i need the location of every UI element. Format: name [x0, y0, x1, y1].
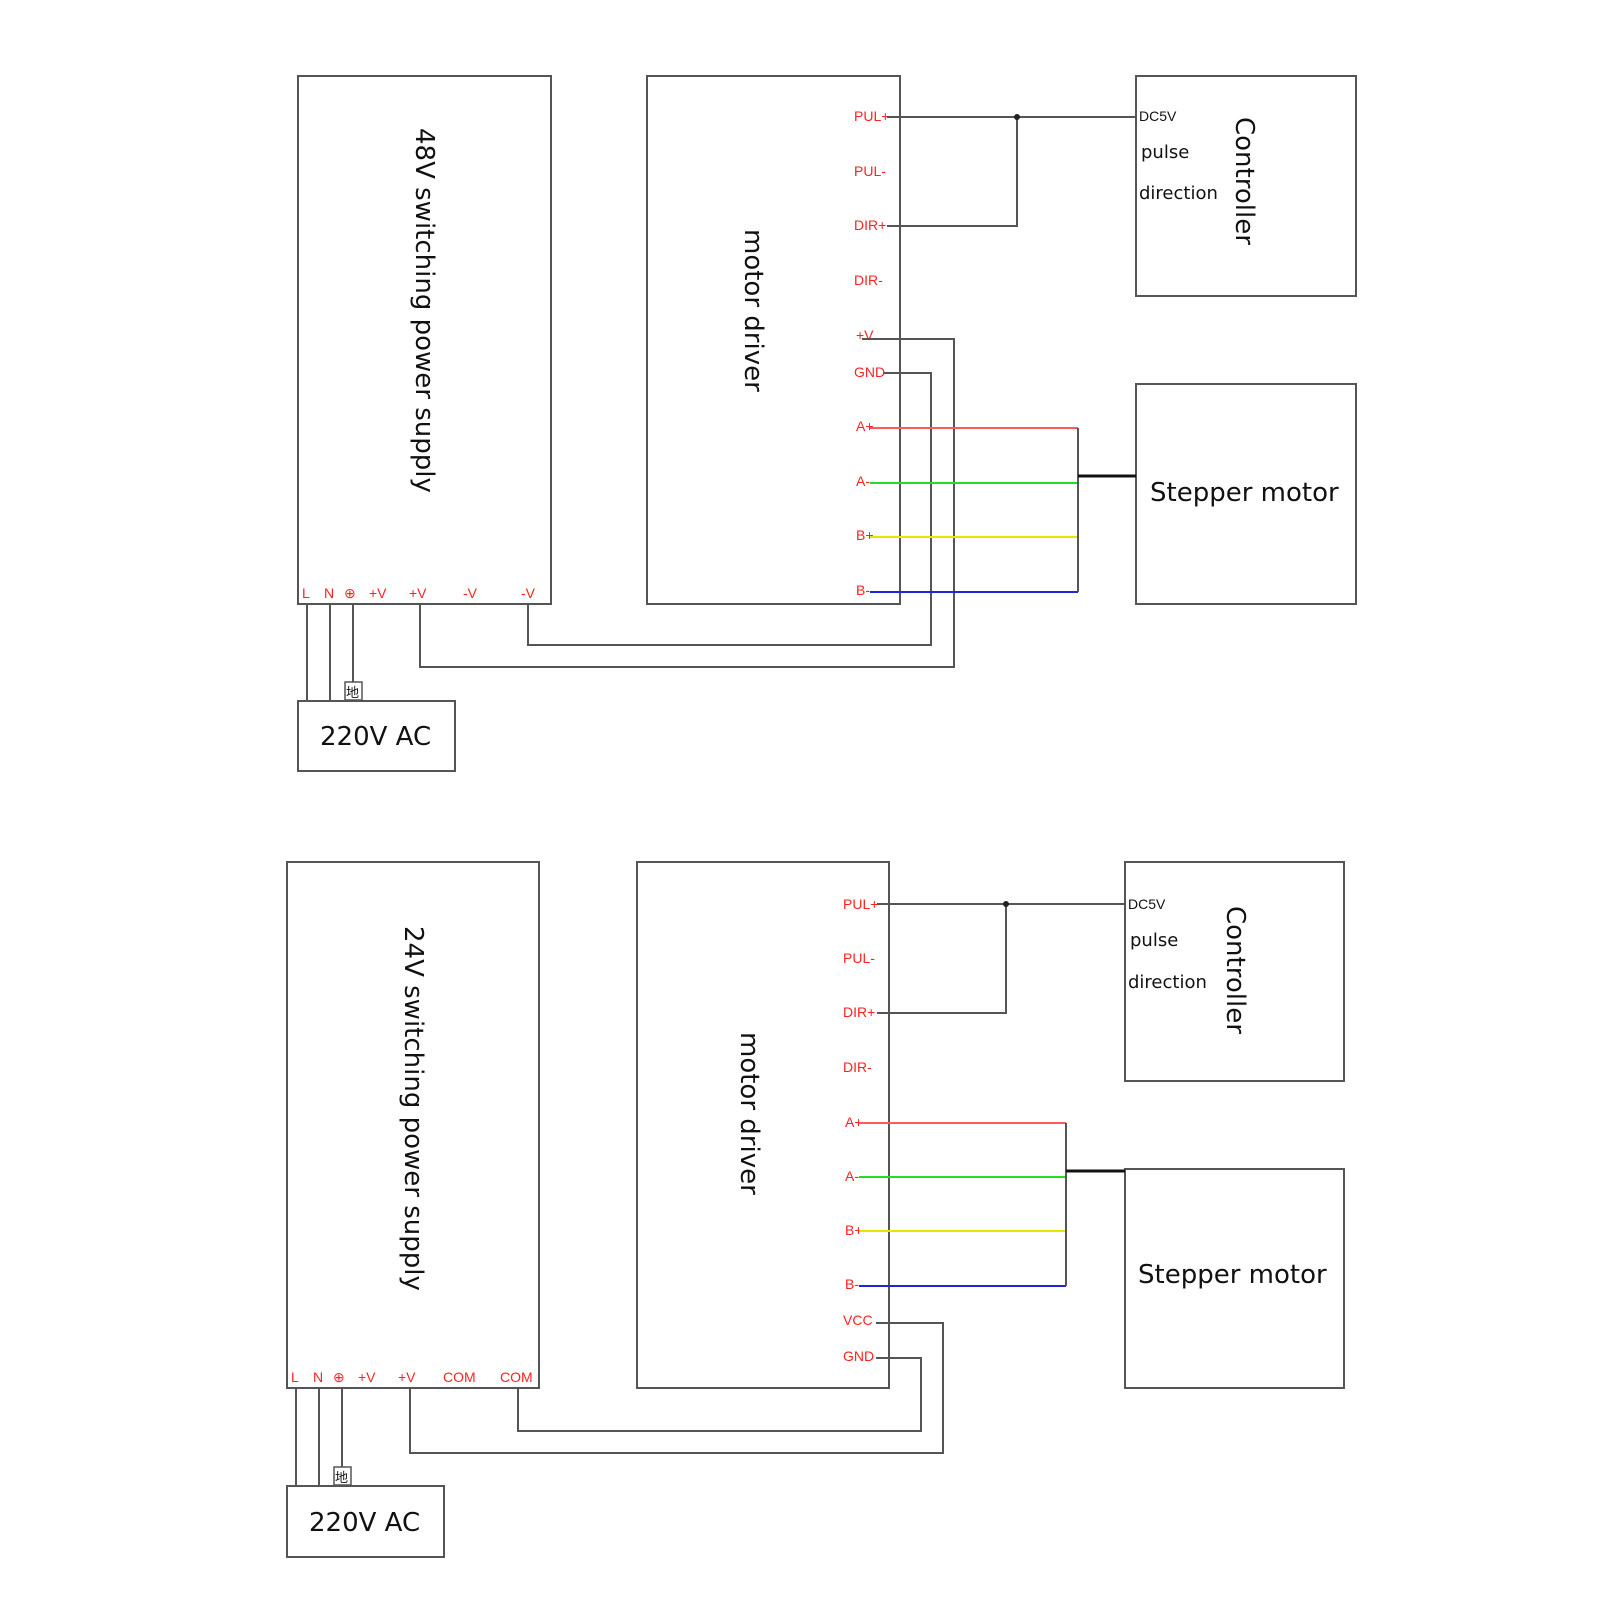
psu-2-terminal-plus-v-b: +V [398, 1369, 416, 1385]
driver-1-terminal-dir-minus: DIR- [854, 272, 883, 288]
stepper-motor-1-box [1135, 383, 1357, 605]
psu-1-terminal-n: N [324, 585, 334, 601]
controller-1-dc5v: DC5V [1139, 108, 1177, 124]
driver-1-terminal-dir-plus: DIR+ [854, 217, 886, 233]
driver-1-terminal-b-minus: B- [856, 582, 870, 598]
ac-1-box [297, 700, 456, 772]
psu-48v-label: 48V switching power supply [409, 128, 439, 493]
ground-mark-2: 地 [335, 1470, 348, 1485]
junction-1 [1014, 114, 1020, 120]
stepper-motor-2-label: Stepper motor [1138, 1260, 1327, 1290]
psu-1-terminal-minus-v-b: -V [521, 585, 536, 601]
wire-1-gnd [527, 372, 932, 646]
motor-driver-1-label: motor driver [738, 229, 768, 392]
wire-2-vcc [409, 1322, 944, 1454]
ac-1-label: 220V AC [320, 722, 431, 752]
controller-2-direction: direction [1128, 972, 1207, 993]
psu-24v-label: 24V switching power supply [398, 926, 428, 1291]
psu-2-terminal-plus-v-a: +V [358, 1369, 376, 1385]
driver-2-terminal-pul-plus: PUL+ [843, 896, 878, 912]
controller-1-box [1135, 75, 1357, 297]
psu-2-terminal-l: L [291, 1369, 299, 1385]
ac-2-box [286, 1485, 445, 1558]
driver-1-terminal-pul-minus: PUL- [854, 163, 886, 179]
controller-1-label: Controller [1229, 117, 1259, 245]
controller-2-dc5v: DC5V [1128, 896, 1166, 912]
driver-1-terminal-plus-v: +V [856, 327, 874, 343]
diagram-48v: 48V switching power supply motor driver … [297, 75, 1357, 772]
stepper-motor-2-box [1124, 1168, 1345, 1389]
psu-1-terminal-plus-v-b: +V [409, 585, 427, 601]
wire-1-dir-to-dc5v [887, 117, 1018, 227]
controller-1-direction: direction [1139, 183, 1218, 204]
wire-2-gnd [517, 1357, 922, 1432]
driver-2-terminal-gnd: GND [843, 1348, 874, 1364]
wire-1-plus-v [419, 338, 955, 668]
junction-2 [1003, 901, 1009, 907]
driver-2-terminal-dir-plus: DIR+ [843, 1004, 875, 1020]
driver-1-terminal-gnd: GND [854, 364, 885, 380]
controller-2-pulse: pulse [1130, 930, 1178, 951]
wire-2-dir-to-dc5v [877, 904, 1007, 1014]
motor-driver-2-label: motor driver [734, 1032, 764, 1195]
psu-24v-box [286, 861, 540, 1389]
driver-1-terminal-pul-plus: PUL+ [854, 108, 889, 124]
psu-1-terminal-earth-icon: ⊕ [344, 585, 356, 601]
diagram-24v: 24V switching power supply motor driver … [286, 861, 1345, 1558]
psu-2-terminal-com-b: COM [500, 1369, 533, 1385]
motor-driver-1-box [646, 75, 901, 605]
driver-2-terminal-b-minus: B- [845, 1276, 859, 1292]
psu-2-terminal-com-a: COM [443, 1369, 476, 1385]
driver-1-terminal-b-plus: B+ [856, 527, 874, 543]
driver-2-terminal-vcc: VCC [843, 1312, 873, 1328]
ground-symbol-icon [344, 681, 363, 701]
driver-1-terminal-a-minus: A- [856, 473, 870, 489]
psu-1-terminal-plus-v-a: +V [369, 585, 387, 601]
ac-2-label: 220V AC [309, 1508, 420, 1538]
ground-symbol-icon-2 [333, 1466, 352, 1486]
psu-1-terminal-l: L [302, 585, 310, 601]
driver-2-terminal-b-plus: B+ [845, 1222, 863, 1238]
controller-2-label: Controller [1220, 906, 1250, 1034]
psu-2-terminal-earth-icon: ⊕ [333, 1369, 345, 1385]
motor-driver-2-box [636, 861, 890, 1389]
driver-2-terminal-a-minus: A- [845, 1168, 859, 1184]
stepper-motor-1-label: Stepper motor [1150, 478, 1339, 508]
driver-2-terminal-pul-minus: PUL- [843, 950, 875, 966]
driver-2-terminal-dir-minus: DIR- [843, 1059, 872, 1075]
driver-2-terminal-a-plus: A+ [845, 1114, 863, 1130]
psu-48v-box [297, 75, 552, 605]
psu-2-terminal-n: N [313, 1369, 323, 1385]
ground-mark-1: 地 [346, 685, 359, 700]
psu-1-terminal-minus-v-a: -V [463, 585, 478, 601]
driver-1-terminal-a-plus: A+ [856, 418, 874, 434]
controller-2-box [1124, 861, 1345, 1082]
controller-1-pulse: pulse [1141, 142, 1189, 163]
